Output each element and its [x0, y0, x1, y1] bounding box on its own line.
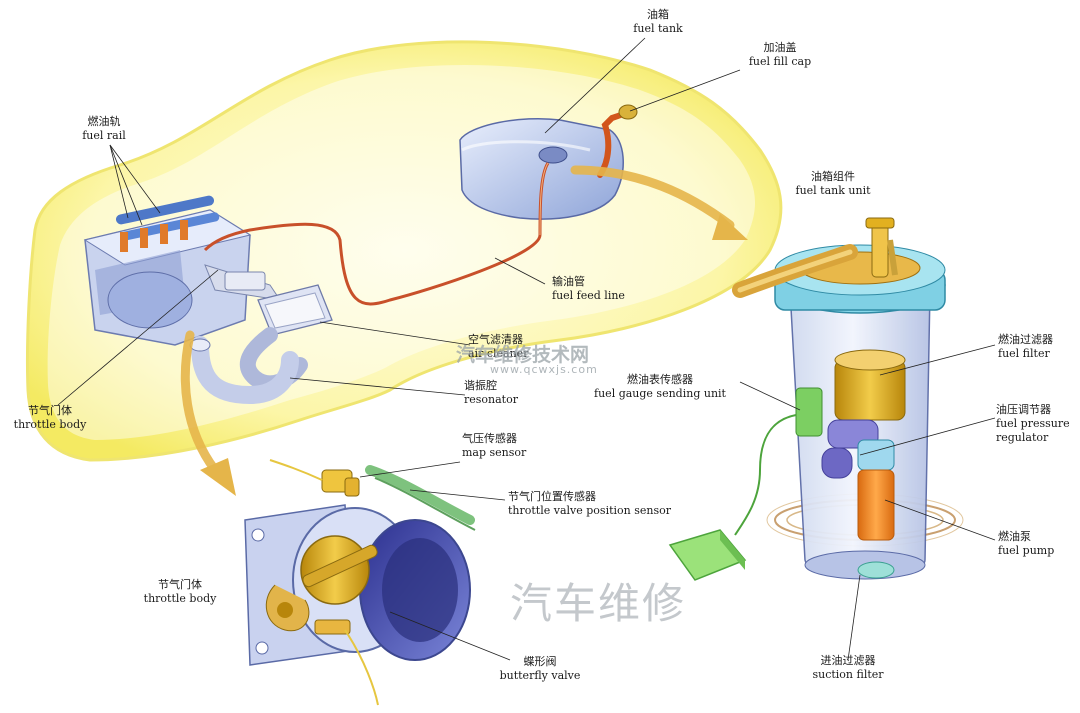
label-fuel-gauge-sending-unit-en: fuel gauge sending unit	[594, 386, 726, 400]
label-fuel-rail-en: fuel rail	[82, 128, 126, 142]
label-fuel-gauge-sending-unit: 燃油表传感器 fuel gauge sending unit	[594, 373, 726, 401]
label-fuel-pressure-regulator-zh: 油压调节器	[996, 403, 1051, 416]
fuel-rail-graphic	[115, 195, 220, 252]
label-fuel-feed-line: 输油管 fuel feed line	[552, 275, 625, 303]
label-resonator-zh: 谐振腔	[464, 379, 497, 392]
label-fuel-pressure-regulator: 油压调节器 fuel pressure regulator	[996, 403, 1070, 444]
label-fuel-tank: 油箱 fuel tank	[633, 8, 682, 36]
label-fuel-fill-cap-zh: 加油盖	[763, 41, 797, 54]
fuel-tank-unit-graphic	[668, 217, 964, 581]
label-throttle-body-bottom-zh: 节气门体	[157, 578, 202, 591]
fuel-tank-graphic	[459, 104, 638, 220]
watermark-url: www.qcwxjs.com	[490, 363, 598, 376]
arrow-to-tank-unit	[570, 165, 735, 230]
label-fuel-pressure-regulator-en2: regulator	[996, 430, 1049, 444]
intake-assembly	[189, 264, 333, 405]
label-fuel-filter-zh: 燃油过滤器	[998, 333, 1053, 346]
label-throttle-valve-position-sensor-en: throttle valve position sensor	[508, 503, 671, 517]
label-air-cleaner-zh: 空气滤清器	[468, 333, 523, 346]
label-throttle-valve-position-sensor: 节气门位置传感器 throttle valve position sensor	[508, 490, 671, 518]
label-butterfly-valve-zh: 蝶形阀	[523, 655, 557, 668]
label-fuel-rail: 燃油轨 fuel rail	[82, 115, 126, 143]
label-throttle-body-top: 节气门体 throttle body	[14, 404, 87, 432]
label-fuel-gauge-sending-unit-zh: 燃油表传感器	[626, 373, 693, 386]
label-fuel-filter-en: fuel filter	[998, 346, 1050, 360]
label-fuel-fill-cap-en: fuel fill cap	[748, 54, 812, 68]
watermark-main: 汽车维修	[510, 579, 687, 628]
label-throttle-body-top-zh: 节气门体	[27, 404, 72, 417]
label-fuel-feed-line-en: fuel feed line	[552, 288, 625, 302]
label-fuel-tank-unit: 油箱组件 fuel tank unit	[795, 170, 870, 198]
label-fuel-tank-unit-en: fuel tank unit	[795, 183, 871, 197]
label-throttle-body-bottom-en: throttle body	[143, 591, 217, 605]
label-suction-filter-zh: 进油过滤器	[820, 654, 876, 667]
label-resonator-en: resonator	[464, 392, 518, 406]
label-fuel-feed-line-zh: 输油管	[552, 275, 585, 288]
label-map-sensor-zh: 气压传感器	[462, 432, 517, 445]
label-fuel-pump-zh: 燃油泵	[998, 530, 1031, 543]
label-fuel-tank-en: fuel tank	[633, 21, 683, 35]
label-fuel-filter: 燃油过滤器 fuel filter	[998, 333, 1053, 361]
label-throttle-valve-position-sensor-zh: 节气门位置传感器	[508, 490, 596, 503]
label-fuel-tank-unit-zh: 油箱组件	[810, 170, 855, 183]
label-fuel-pump-en: fuel pump	[998, 543, 1055, 557]
label-air-cleaner: 空气滤清器 air cleaner	[468, 333, 528, 361]
label-map-sensor: 气压传感器 map sensor	[462, 432, 526, 460]
label-fuel-rail-zh: 燃油轨	[87, 115, 121, 128]
label-suction-filter-en: suction filter	[812, 667, 884, 681]
label-map-sensor-en: map sensor	[462, 445, 527, 459]
leader-lines	[57, 37, 996, 661]
label-butterfly-valve: 蝶形阀 butterfly valve	[500, 655, 581, 683]
label-suction-filter: 进油过滤器 suction filter	[812, 654, 883, 682]
label-throttle-body-top-en: throttle body	[13, 417, 87, 431]
label-fuel-pump: 燃油泵 fuel pump	[998, 530, 1054, 558]
watermark-site-name: 汽车维修技术网	[456, 344, 590, 366]
label-air-cleaner-en: air cleaner	[468, 346, 529, 360]
label-throttle-body-bottom: 节气门体 throttle body	[144, 578, 217, 606]
throttle-body-detail	[244, 459, 476, 706]
label-fuel-fill-cap: 加油盖 fuel fill cap	[749, 41, 811, 69]
label-resonator: 谐振腔 resonator	[464, 379, 518, 407]
label-fuel-pressure-regulator-en1: fuel pressure	[996, 416, 1070, 430]
arrow-to-throttle-body	[180, 330, 220, 475]
label-butterfly-valve-en: butterfly valve	[499, 668, 581, 682]
label-fuel-tank-zh: 油箱	[646, 8, 669, 21]
